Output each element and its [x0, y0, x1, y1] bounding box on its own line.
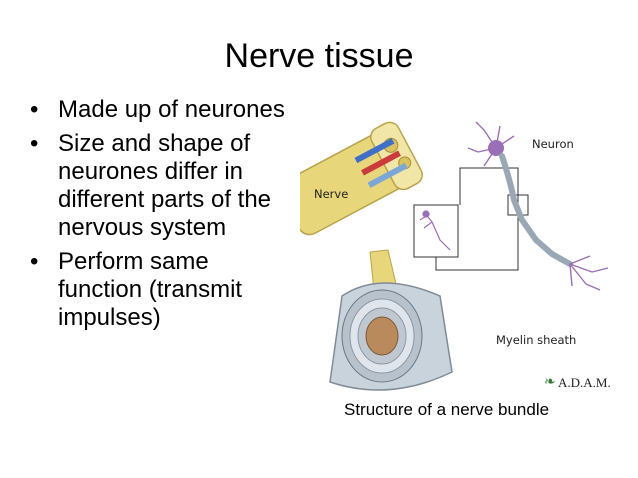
nerve-bundle-figure: Nerve Neuron Myelin sheath ❧ A.D.A.M.	[300, 121, 611, 391]
bullet-list: • Made up of neurones • Size and shape o…	[28, 96, 298, 338]
bullet-dot-icon: •	[30, 96, 39, 123]
figure-caption: Structure of a nerve bundle	[344, 400, 550, 419]
connector-lines	[413, 167, 529, 271]
neuron-label: Neuron	[532, 137, 574, 151]
bullet-text: Size and shape of neurones differ in dif…	[58, 130, 272, 241]
slide-title: Nerve tissue	[224, 37, 414, 75]
myelin-label: Myelin sheath	[496, 333, 576, 347]
adam-logo: ❧ A.D.A.M.	[544, 374, 611, 390]
nerve-label: Nerve	[314, 187, 348, 201]
bullet-item: • Made up of neurones	[28, 96, 298, 124]
bullet-text: Perform same function (transmit impulses…	[58, 248, 243, 331]
bullet-item: • Perform same function (transmit impuls…	[28, 248, 298, 332]
bullet-dot-icon: •	[30, 248, 39, 275]
bullet-dot-icon: •	[30, 130, 39, 157]
neuron-illustration	[467, 121, 609, 291]
nerve-illustration	[300, 121, 423, 236]
small-neuron	[419, 210, 451, 251]
svg-text:❧: ❧	[544, 374, 556, 390]
bullet-text: Made up of neurones	[58, 96, 285, 123]
credit-label: A.D.A.M.	[558, 375, 611, 390]
myelin-illustration	[329, 249, 453, 391]
bullet-item: • Size and shape of neurones differ in d…	[28, 130, 298, 242]
